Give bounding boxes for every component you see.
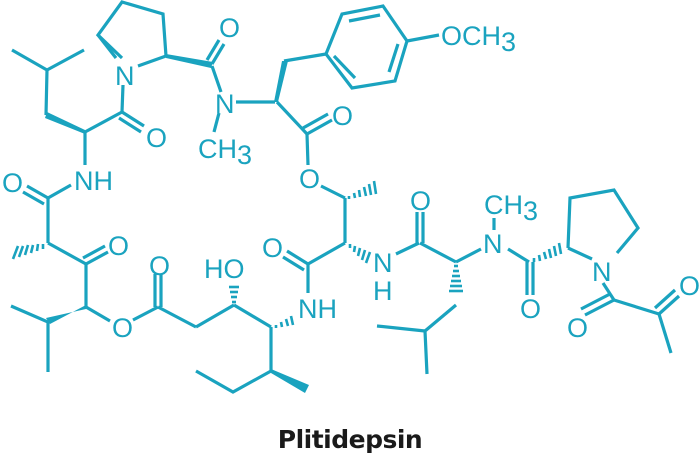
stereo-hash [449,264,463,293]
atom-n-methyl-leucine: N [483,229,503,259]
compound-name: Plitidepsin [277,425,423,454]
stereo-hash [347,180,378,199]
atom-o-threonine-carbonyl: O [262,233,283,263]
atom-och3-methoxy: OCH3 [441,21,516,57]
atom-o-pyruvoyl-1: O [567,313,588,343]
plitidepsin-structure: N O N CH3 O O OCH3 NH O O O O O HO NH O … [2,0,700,394]
proline-ring-2 [566,188,640,261]
atom-ho-hydroxyl: HO [204,254,245,284]
stereo-wedge [45,112,85,134]
atom-n-proline-1: N [115,61,135,91]
atom-o-pyruvoyl-2: O [679,271,700,301]
atom-o-leucine-2-carbonyl: O [410,186,431,216]
stereo-wedge [166,54,213,68]
atom-o-threonine-ester: O [299,164,320,194]
stereo-hash [348,244,372,264]
atom-o-tyrosine-carbonyl: O [332,101,353,131]
atom-nh-leucine-1: NH [74,166,113,196]
stereo-wedge [271,369,309,393]
stereo-hash [229,285,239,304]
atom-o-proline-1-carbonyl: O [219,13,240,43]
atom-o-proline-2-carbonyl: O [520,294,541,324]
stereo-hash [11,243,45,260]
atom-o-ester: O [112,313,133,343]
atom-n-leucine-2: N [373,248,393,278]
atom-ch3-n-methyl-tyrosine: CH3 [198,134,252,170]
atom-ch3-n-methyl-leucine: CH3 [484,190,538,226]
atom-h-leucine-2: H [373,276,393,306]
atom-o-ketoamide: O [2,168,23,198]
atom-n-methyl-tyrosine: N [215,89,235,119]
proline-ring-1 [95,0,168,68]
stereo-wedge [46,305,86,324]
atom-o-leucine-1-carbonyl: O [146,123,167,153]
methoxyphenyl-ring [324,4,409,90]
atom-nh-isostatine: NH [298,294,337,324]
atom-o-ester-carbonyl: O [149,251,170,281]
atom-o-ketone: O [108,231,129,261]
stereo-hash [532,242,563,262]
atom-n-proline-2: N [592,257,612,287]
stereo-hash [274,315,295,328]
stereo-wedge [274,61,288,102]
